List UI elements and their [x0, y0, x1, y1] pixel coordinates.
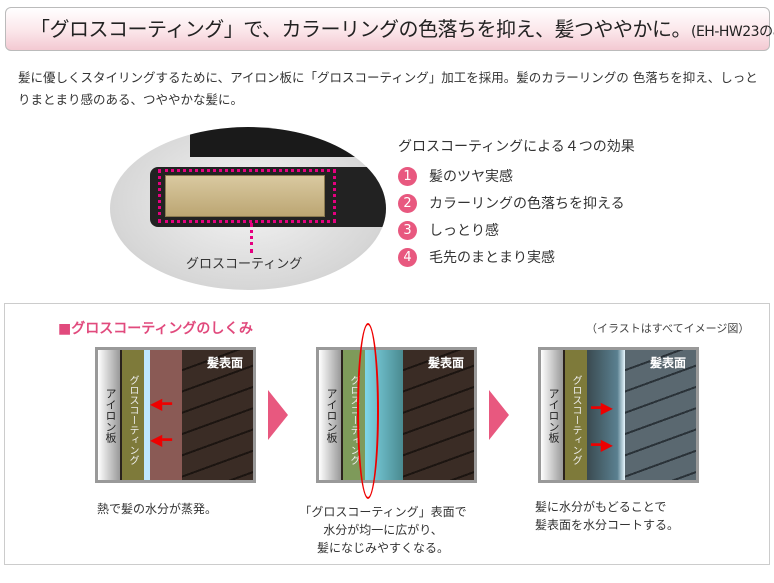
arrow-right-icon: ━▶ — [591, 398, 613, 417]
intro-text: 髪に優しくスタイリングするために、アイロン板に「グロスコーティング」加工を採用。… — [18, 70, 758, 107]
arrow-left-icon: ◀━ — [150, 430, 172, 449]
coating-label: グロスコーティング — [186, 257, 303, 272]
effect-text: カラーリングの色落ちを抑える — [429, 196, 625, 212]
surface-label: 髪表面 — [206, 356, 243, 370]
step-1-caption: 熱で髪の水分が蒸発。 — [97, 502, 218, 516]
effects-title: グロスコーティングによる４つの効果 — [398, 139, 635, 155]
highlight-ellipse — [357, 323, 379, 499]
coating-label: グロスコーティング — [348, 375, 359, 465]
effect-item: 2 カラーリングの色落ちを抑える — [398, 193, 625, 213]
step-2-illustration: アイロン板 グロスコーティング 髪表面 — [316, 347, 477, 483]
mechanism-box — [4, 303, 770, 565]
plate-label: アイロン板 — [547, 388, 560, 443]
effect-text: 髪のツヤ実感 — [429, 169, 513, 185]
effect-text: 毛先のまとまり実感 — [429, 250, 555, 266]
number-badge: 2 — [398, 193, 417, 213]
plate-label: アイロン板 — [325, 388, 338, 443]
arrow-right-icon: ━▶ — [591, 435, 613, 454]
product-image — [110, 127, 386, 290]
next-arrow-icon — [268, 390, 288, 440]
arrow-left-icon: ◀━ — [150, 394, 172, 413]
step-2-caption: 「グロスコーティング」表面で水分が均一に広がり、髪になじみやすくなる。 — [299, 505, 467, 555]
number-badge: 1 — [398, 166, 417, 186]
number-badge: 4 — [398, 247, 417, 267]
model-note: (EH-HW23のみ) — [691, 24, 774, 40]
effect-item: 3 しっとり感 — [398, 220, 499, 240]
surface-label: 髪表面 — [427, 356, 464, 370]
effect-item: 4 毛先のまとまり実感 — [398, 247, 555, 267]
illustration-note: （イラストはすべてイメージ図） — [586, 322, 750, 335]
surface-label: 髪表面 — [649, 356, 686, 370]
mechanism-title: ■グロスコーティングのしくみ — [58, 321, 253, 337]
effect-text: しっとり感 — [429, 223, 499, 239]
step-1-illustration: アイロン板 グロスコーティング 髪表面 ◀━ ◀━ — [95, 347, 256, 483]
step-3-caption: 髪に水分がもどることで髪表面を水分コートする。 — [535, 500, 680, 532]
coating-label: グロスコーティング — [570, 375, 581, 465]
plate-label: アイロン板 — [104, 388, 117, 443]
effect-item: 1 髪のツヤ実感 — [398, 166, 513, 186]
coating-label: グロスコーティング — [127, 375, 138, 465]
number-badge: 3 — [398, 220, 417, 240]
step-3-illustration: アイロン板 グロスコーティング 髪表面 ━▶ ━▶ — [538, 347, 699, 483]
banner-title: 「グロスコーティング」で、カラーリングの色落ちを抑え、髪つややかに。 — [30, 17, 692, 41]
next-arrow-icon — [489, 390, 509, 440]
page-banner: 「グロスコーティング」で、カラーリングの色落ちを抑え、髪つややかに。(EH-HW… — [5, 7, 774, 51]
